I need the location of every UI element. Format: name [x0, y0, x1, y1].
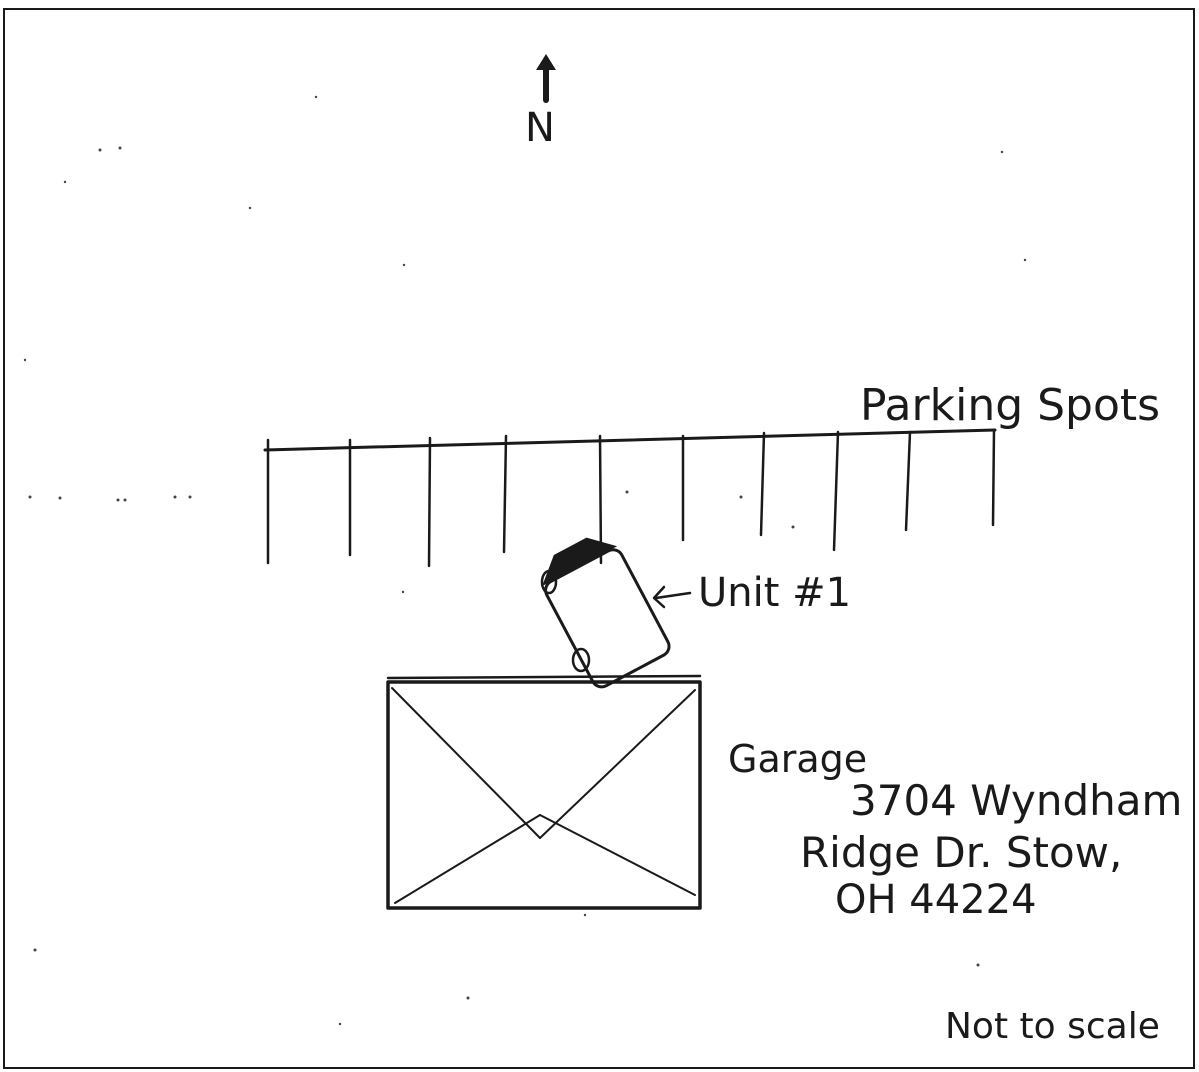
garage-label: Garage	[728, 737, 867, 781]
unit-wheel-top	[540, 569, 558, 595]
unit-lid	[542, 537, 618, 587]
address-line-3: OH 44224	[835, 877, 1037, 923]
garage: Garage	[386, 674, 867, 910]
garage-outline	[386, 680, 702, 910]
scale-note: Not to scale	[945, 1006, 1160, 1047]
north-arrow-icon	[536, 54, 556, 103]
parking-curb-line	[263, 428, 997, 452]
address: 3704 Wyndham Ridge Dr. Stow, OH 44224	[800, 776, 1182, 923]
parking-spots: Parking Spots	[263, 380, 1160, 568]
north-marker: N	[525, 54, 556, 151]
scan-specks	[23, 95, 1027, 1026]
parking-spots-label: Parking Spots	[860, 380, 1160, 431]
address-line-1: 3704 Wyndham	[850, 776, 1182, 825]
unit-wheel-bottom	[571, 647, 591, 673]
unit-pointer-arrow-icon	[652, 585, 692, 609]
page-border	[3, 8, 1195, 1069]
north-letter: N	[525, 105, 555, 151]
address-line-2: Ridge Dr. Stow,	[800, 828, 1122, 877]
unit-1: Unit #1	[540, 537, 851, 689]
unit-label: Unit #1	[698, 570, 851, 616]
